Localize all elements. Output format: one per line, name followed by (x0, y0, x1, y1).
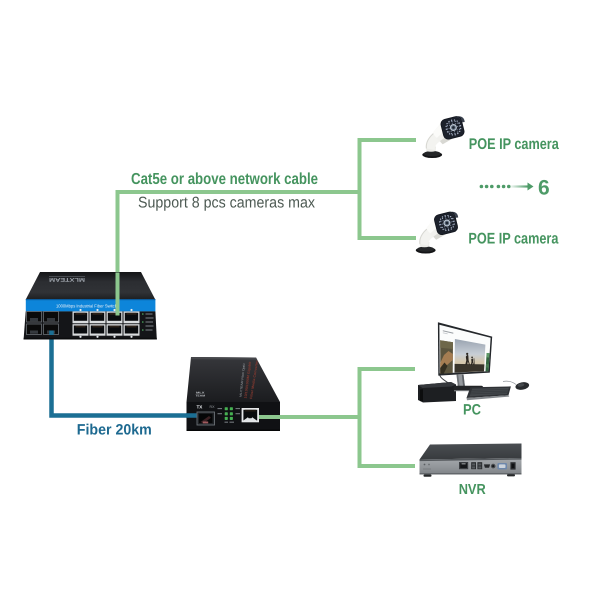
svg-text:MLXTEAM Fiber Optic: MLXTEAM Fiber Optic (239, 362, 247, 397)
svg-text:TX: TX (197, 405, 204, 410)
svg-text:TEAM: TEAM (196, 395, 206, 398)
svg-text:RX: RX (210, 405, 216, 409)
svg-text:10/100/1000M Gigabit: 10/100/1000M Gigabit (244, 360, 253, 398)
svg-text:Fiber 20km: Fiber 20km (77, 422, 152, 439)
svg-text:MLX: MLX (196, 392, 205, 395)
svg-text:NVR: NVR (459, 482, 486, 498)
svg-text:POE IP camera: POE IP camera (468, 230, 558, 247)
svg-text:6: 6 (538, 177, 550, 200)
svg-text:Cat5e or above network cable: Cat5e or above network cable (131, 171, 318, 188)
svg-text:POE IP camera: POE IP camera (469, 136, 559, 153)
svg-text:PC: PC (463, 402, 481, 419)
svg-text:1000Mbps Industrial Fiber Swit: 1000Mbps Industrial Fiber Switch (56, 304, 118, 309)
svg-text:Support 8 pcs cameras max: Support 8 pcs cameras max (138, 195, 315, 212)
svg-text:Fiber Media Converter: Fiber Media Converter (249, 359, 259, 399)
svg-text:MLXTEAM: MLXTEAM (48, 276, 85, 282)
